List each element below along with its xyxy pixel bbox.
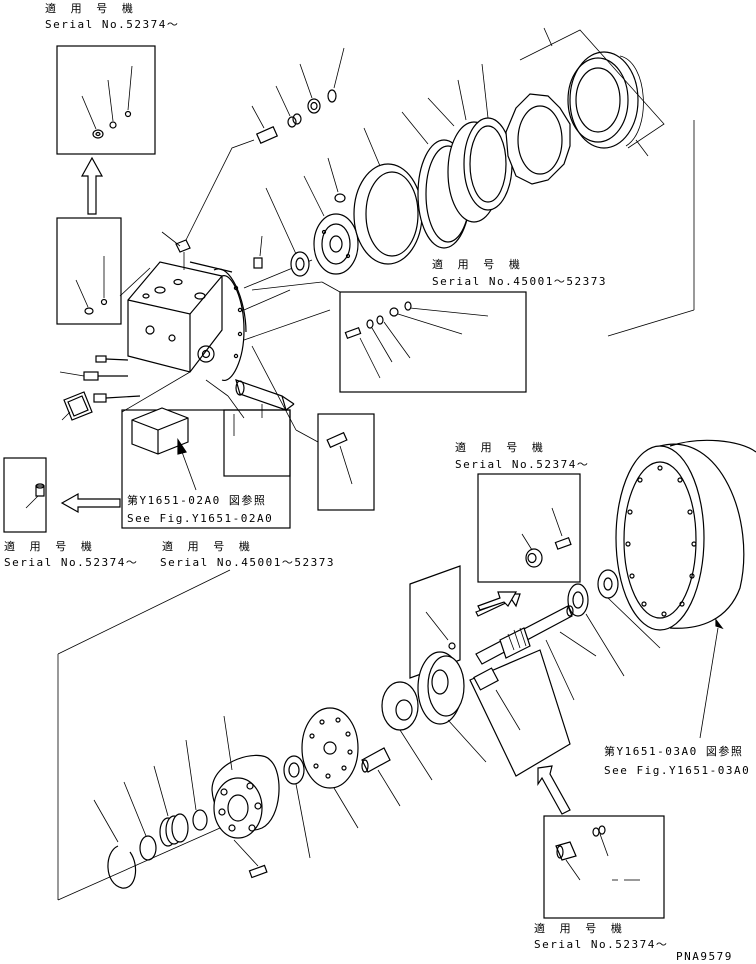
washer-2 bbox=[123, 781, 157, 861]
inset-box-right-mid bbox=[477, 473, 581, 583]
pin-small bbox=[233, 839, 268, 879]
ref-fig-03-jp-label: 第Y1651-03A0 図参照 bbox=[604, 745, 744, 758]
spring-stack-upper bbox=[185, 47, 345, 241]
bottom-applicable-label: 適 用 号 機 bbox=[534, 922, 626, 935]
inset-box-left-upper bbox=[56, 217, 122, 325]
inset-box-shaft bbox=[409, 565, 461, 679]
inset-box-middle bbox=[251, 281, 527, 393]
cover-ring bbox=[519, 27, 665, 157]
floating-seal bbox=[427, 63, 513, 223]
valve-plate bbox=[381, 681, 433, 781]
bearing bbox=[567, 583, 625, 677]
bottom-serial-label: Serial No.52374～ bbox=[534, 938, 669, 951]
left-arrow bbox=[60, 492, 121, 514]
fittings-left bbox=[59, 355, 141, 421]
leader-lines-housing bbox=[119, 267, 245, 436]
drawing-code-label: PNA9579 bbox=[676, 950, 733, 963]
retainer-plate bbox=[301, 707, 359, 829]
snap-ring bbox=[93, 799, 137, 889]
cylinder-block-plate bbox=[417, 651, 487, 763]
frame-lines-left bbox=[57, 569, 231, 901]
right-mid-serial-label: Serial No.52374～ bbox=[455, 458, 590, 471]
motor-housing bbox=[127, 259, 331, 381]
inset-box-center-left bbox=[121, 407, 291, 529]
inset-box-left bbox=[3, 457, 47, 533]
bearing-nut bbox=[597, 569, 661, 649]
plug-right bbox=[253, 235, 263, 269]
inset-box-top-left bbox=[56, 45, 156, 155]
brake-plate bbox=[505, 93, 571, 185]
left-box-applicable-label: 適 用 号 機 bbox=[4, 540, 96, 553]
up-arrow bbox=[80, 156, 104, 215]
right-mid-applicable-label: 適 用 号 機 bbox=[455, 441, 547, 454]
relief-valve-shaft bbox=[235, 379, 295, 418]
spring-coil bbox=[153, 765, 189, 847]
spring-pin bbox=[361, 747, 401, 807]
inset-box-bottom bbox=[543, 815, 665, 919]
motor-case-drum bbox=[615, 439, 756, 739]
drive-shaft bbox=[475, 605, 597, 701]
up-arrow-lower bbox=[537, 765, 571, 815]
ref-fig-02-en-label: See Fig.Y1651-02A0 bbox=[127, 512, 274, 525]
leader-right bbox=[607, 120, 695, 337]
top-left-applicable-label: 適 用 号 機 bbox=[45, 2, 137, 15]
mid-right-applicable-label: 適 用 号 機 bbox=[432, 258, 524, 271]
mid-right-serial-label: Serial No.45001～52373 bbox=[432, 275, 607, 288]
small-spring bbox=[327, 157, 346, 203]
cylinder-block bbox=[211, 715, 280, 839]
inset-box-pin bbox=[251, 345, 375, 511]
plug-bolt-top bbox=[161, 231, 191, 270]
ref-fig-03-en-label: See Fig.Y1651-03A0 bbox=[604, 764, 751, 777]
ref-fig-02-jp-label: 第Y1651-02A0 図参照 bbox=[127, 494, 267, 507]
center-applicable-label: 適 用 号 機 bbox=[162, 540, 254, 553]
oil-seal bbox=[265, 187, 310, 277]
left-box-serial-label: Serial No.52374～ bbox=[4, 556, 139, 569]
right-arrow-upper bbox=[475, 591, 521, 617]
center-serial-label: Serial No.45001～52373 bbox=[160, 556, 335, 569]
washer bbox=[185, 739, 208, 831]
spherical-bushing bbox=[283, 755, 311, 859]
bearing-plate bbox=[303, 175, 359, 275]
coupling-box bbox=[469, 649, 571, 777]
seal-ring-1 bbox=[353, 127, 423, 265]
top-left-serial-label: Serial No.52374～ bbox=[45, 18, 180, 31]
